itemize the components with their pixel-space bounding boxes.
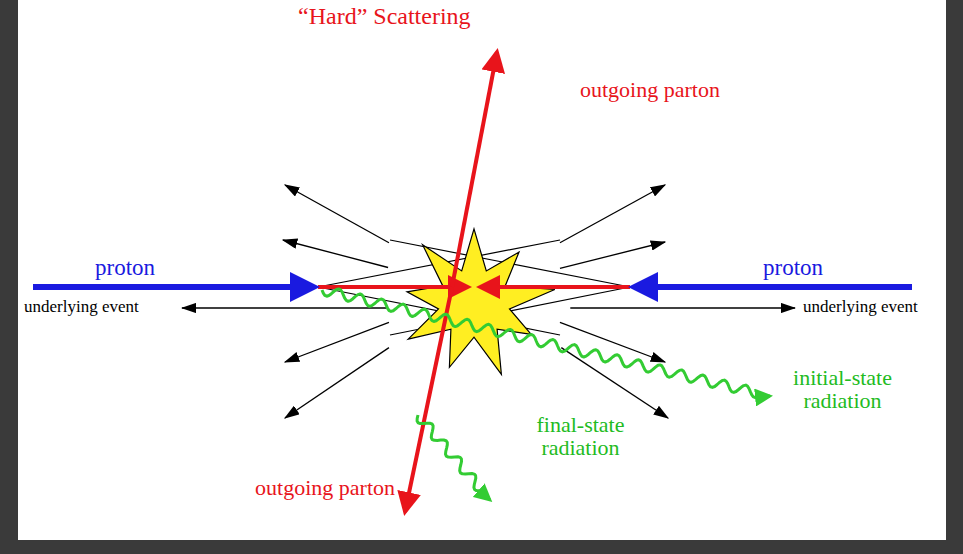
underlying-event-arrow [561, 348, 668, 418]
outgoing-parton-track [452, 52, 497, 287]
underlying-event-arrow [560, 185, 665, 243]
proton-beams [33, 287, 912, 288]
underlying-event-arrow [285, 348, 389, 418]
parton-label: outgoing parton [255, 476, 395, 499]
radiation-waves [322, 289, 770, 500]
underlying-event-label: underlying event [24, 298, 139, 316]
radiation-label: final-state radiation [528, 413, 633, 459]
proton-beam [33, 284, 314, 290]
radiation-label: initial-state radiation [775, 366, 910, 412]
outgoing-parton-track [405, 287, 452, 512]
parton-label: outgoing parton [580, 78, 720, 101]
proton-label: proton [95, 256, 155, 280]
proton-label: proton [763, 256, 823, 280]
underlying-event-arrow [283, 240, 388, 268]
underlying-event-arrow [560, 242, 665, 268]
incoming-parton [480, 285, 630, 289]
underlying-event-tracks [182, 185, 795, 418]
collision-star [407, 229, 555, 375]
underlying-event-arrow [182, 307, 386, 308]
proton-beam [634, 284, 912, 290]
underlying-event-arrow [285, 185, 389, 243]
underlying-event-arrow [285, 322, 389, 362]
underlying-event-label: underlying event [803, 298, 918, 316]
title-label: “Hard” Scattering [298, 4, 471, 29]
underlying-event-arrow [570, 307, 795, 308]
white-panel [18, 0, 946, 540]
initial-state-wave [322, 289, 770, 398]
final-state-wave [417, 415, 490, 500]
